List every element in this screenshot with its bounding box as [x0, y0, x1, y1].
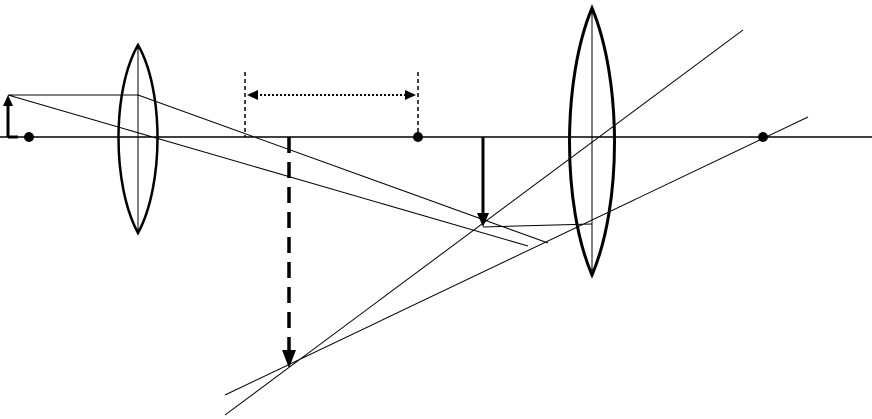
virtual-image-arrow	[282, 137, 296, 368]
ray	[482, 223, 593, 228]
intermediate-image-arrow	[477, 137, 489, 227]
ray	[224, 116, 809, 396]
lens-eyepiece	[568, 4, 616, 279]
tube-length-marker	[244, 72, 419, 137]
ray	[224, 29, 744, 416]
lens-objective	[117, 42, 159, 236]
ray	[7, 94, 529, 247]
focal-point-dot	[24, 132, 34, 142]
object-arrow	[3, 95, 18, 139]
